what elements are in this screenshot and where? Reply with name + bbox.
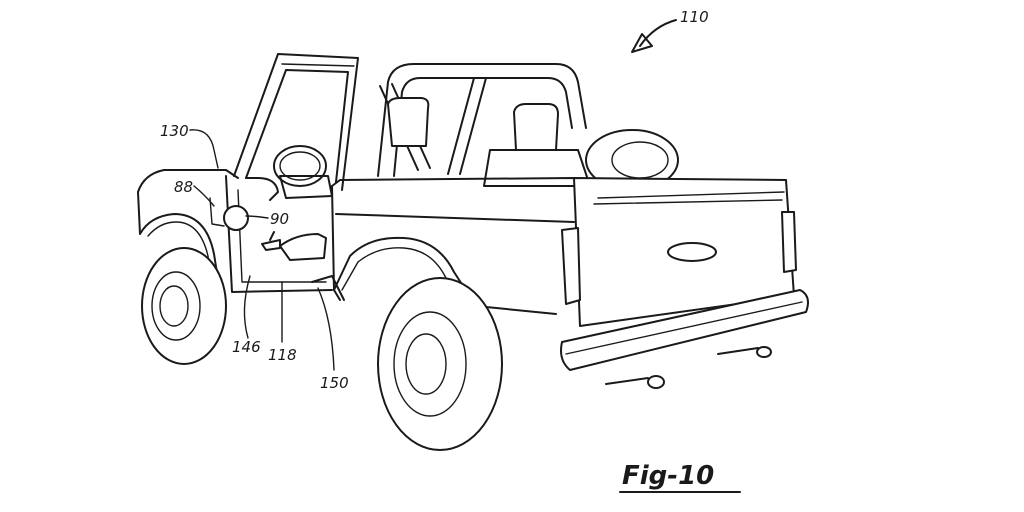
label-130: 130 bbox=[160, 122, 189, 140]
leader-90 bbox=[245, 215, 269, 219]
leader-146 bbox=[243, 275, 251, 339]
tailgate bbox=[561, 177, 797, 327]
label-110: 110 bbox=[680, 8, 709, 26]
label-118: 118 bbox=[268, 346, 297, 364]
spare-tire bbox=[585, 129, 679, 191]
steering-wheel bbox=[273, 145, 327, 187]
rear-wheel bbox=[377, 277, 503, 451]
reference-arrow-110 bbox=[631, 19, 677, 53]
door-components bbox=[209, 197, 345, 301]
seats bbox=[387, 97, 591, 187]
leader-lines bbox=[189, 129, 335, 371]
leader-150 bbox=[317, 287, 335, 371]
rear-bumper bbox=[560, 289, 809, 371]
label-150: 150 bbox=[320, 374, 349, 392]
roll-bar bbox=[377, 63, 587, 177]
leader-130 bbox=[189, 129, 219, 169]
figure-caption: Fig-10 bbox=[619, 461, 741, 493]
label-146: 146 bbox=[232, 338, 261, 356]
windshield-frame bbox=[233, 53, 359, 191]
front-wheel bbox=[141, 247, 227, 365]
exhaust-pipes bbox=[605, 346, 772, 389]
label-88: 88 bbox=[174, 178, 193, 196]
figure-caption-text: Fig-10 bbox=[622, 461, 714, 491]
leader-88 bbox=[193, 185, 215, 207]
vehicle-body bbox=[137, 169, 599, 315]
label-90: 90 bbox=[270, 210, 289, 228]
